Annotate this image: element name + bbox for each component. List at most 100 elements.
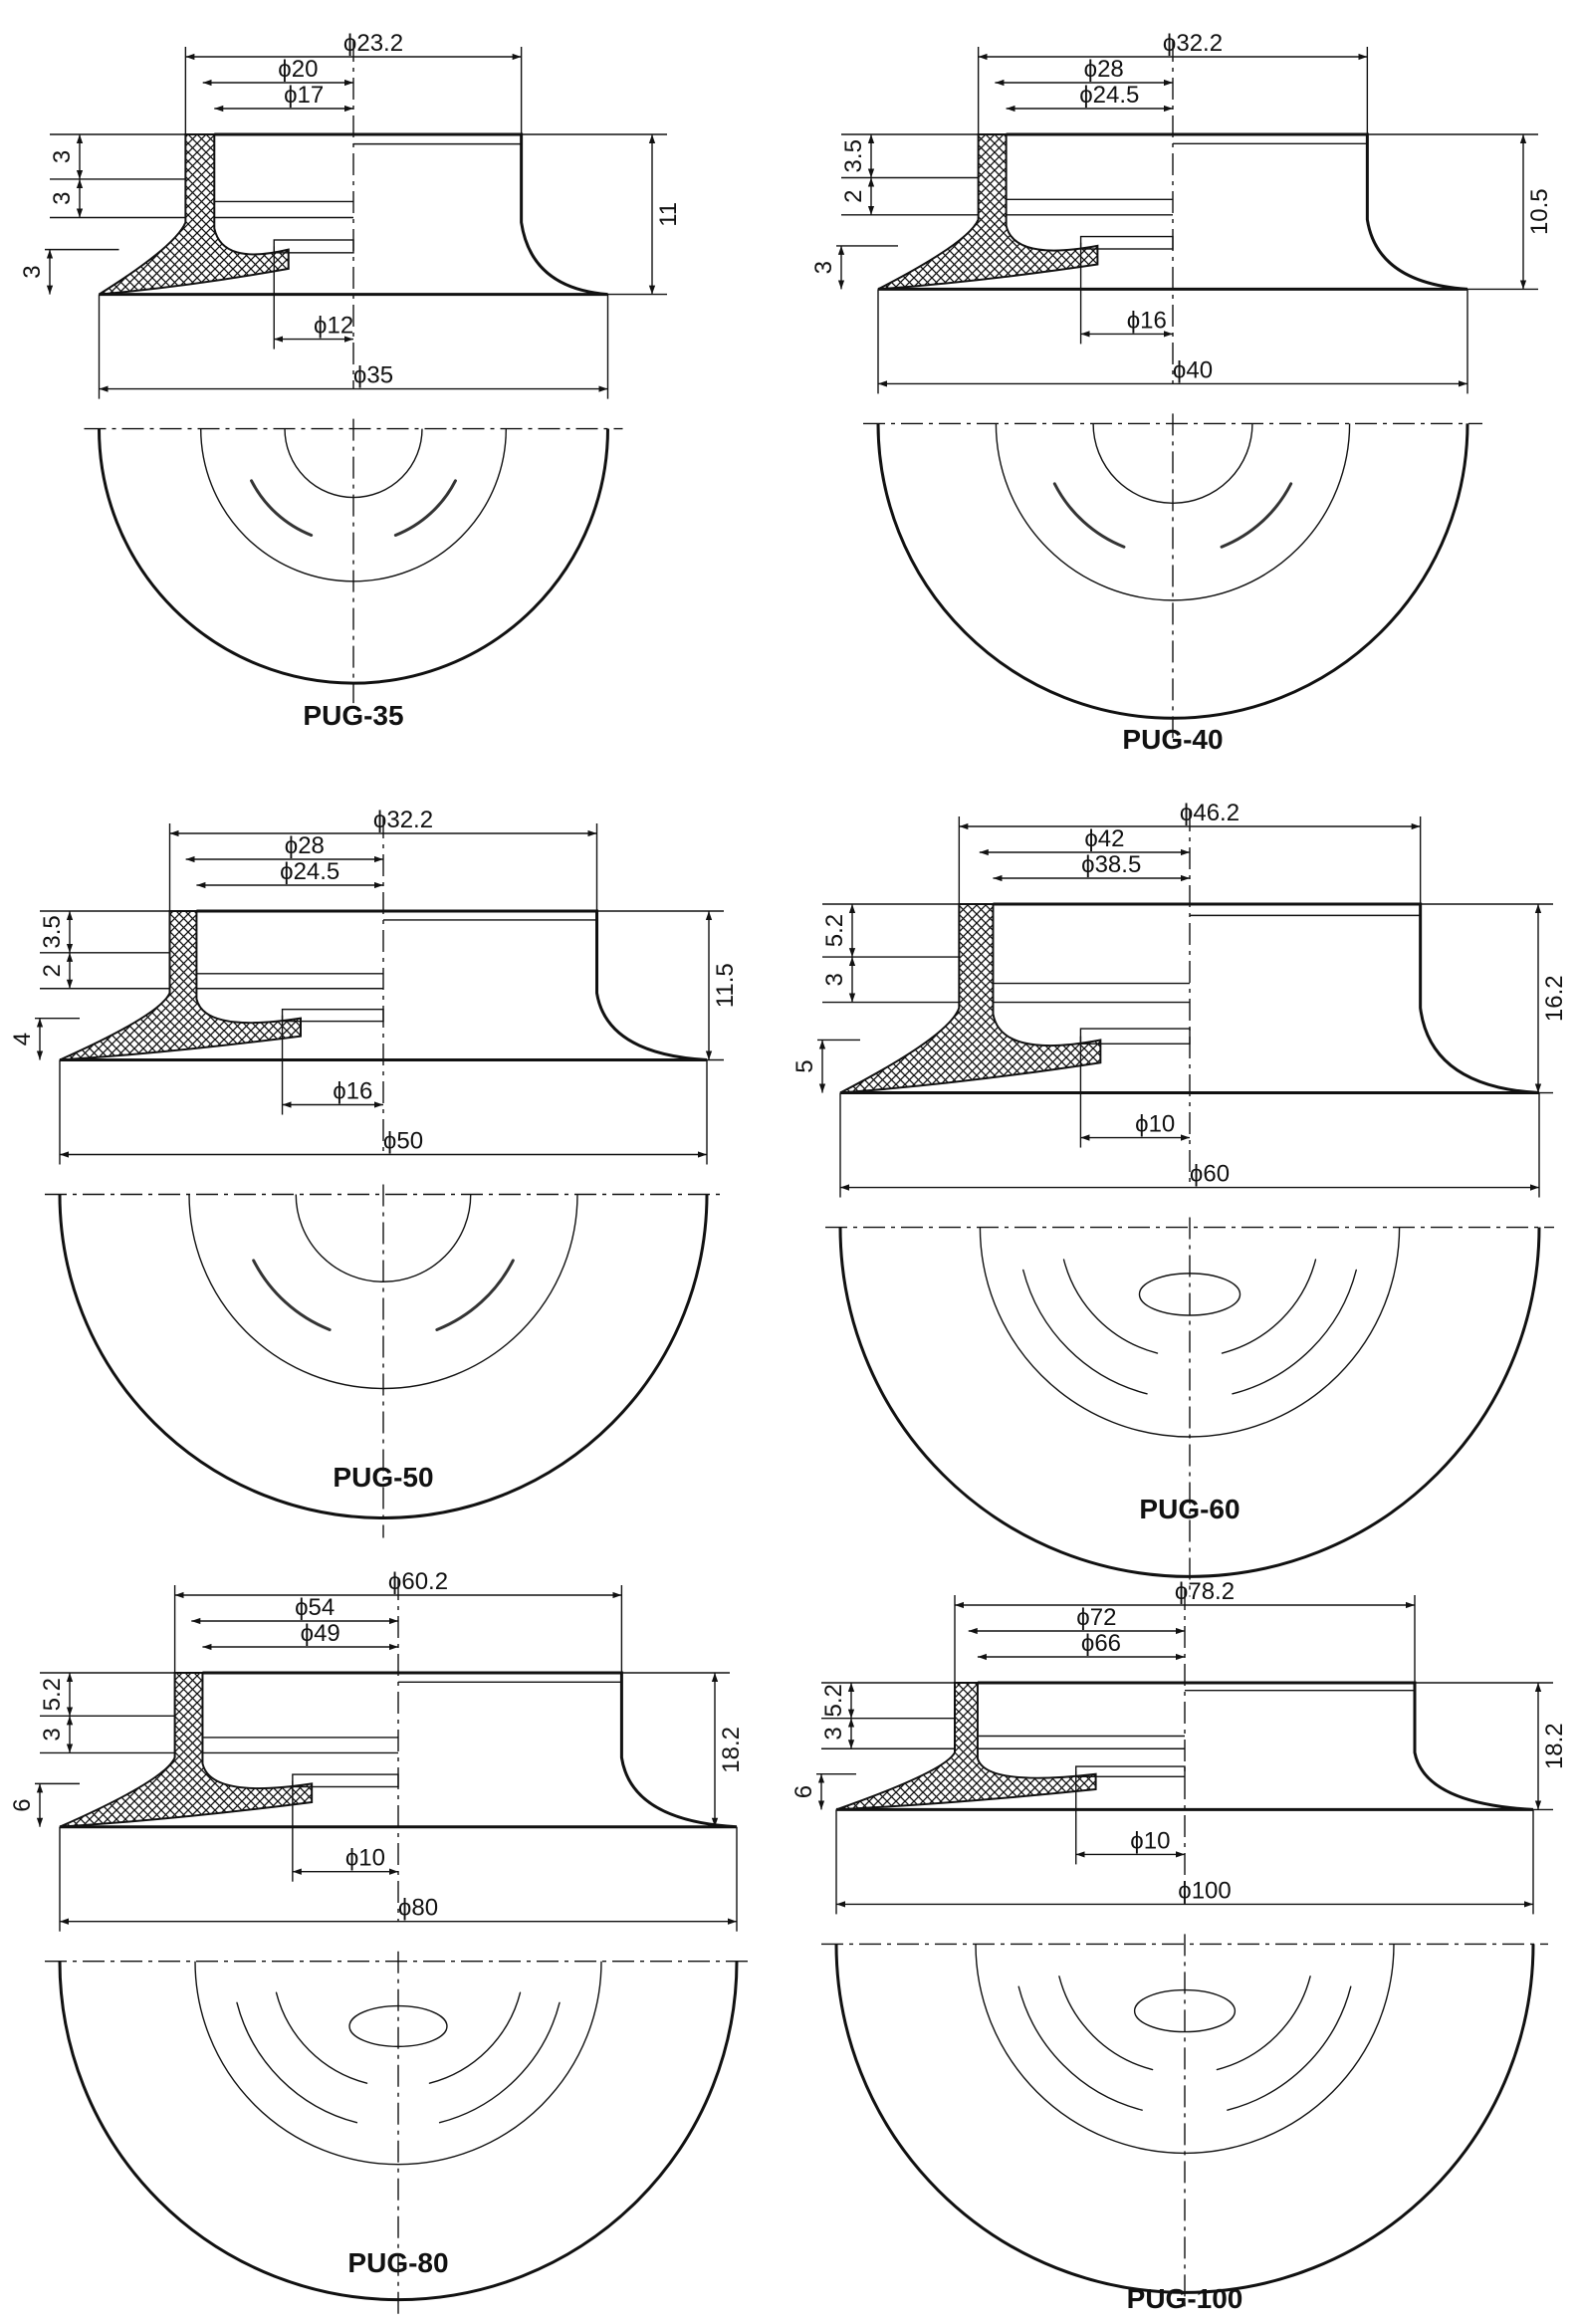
pad-boundary: [200, 428, 507, 582]
pad-boundary: [979, 1227, 1401, 1438]
center-pocket: [1138, 1273, 1241, 1316]
top-diameter-1-label: ϕ78.2: [1175, 1578, 1235, 1605]
top-diameter-3-label: ϕ24.5: [280, 858, 339, 885]
top-diameter-2-label: ϕ54: [295, 1594, 335, 1621]
plan-view: [863, 413, 1482, 739]
left-dimension-3-label: 6: [790, 1785, 817, 1798]
suction-slot-1: [250, 479, 314, 538]
cup-outline-right: [1185, 1681, 1534, 1811]
plan-view: [84, 418, 623, 704]
left-dimension-3-label: 6: [9, 1798, 36, 1811]
cup-outline-right: [1190, 902, 1540, 1095]
rib-groove-0-1: [438, 2001, 561, 2124]
left-dimension-2-label: 2: [840, 189, 867, 202]
bottom-diameter-1-label: ϕ16: [333, 1078, 372, 1105]
left-dimension-2-label: 3: [820, 1727, 847, 1740]
plan-view: [825, 1217, 1554, 1597]
top-diameter-2-label: ϕ20: [278, 56, 318, 83]
bottom-diameter-2-label: ϕ100: [1178, 1877, 1231, 1904]
left-dimension-3-label: 4: [9, 1033, 36, 1046]
cup-wall-section: [59, 910, 302, 1061]
section-view: [835, 1588, 1534, 1905]
bottom-diameter-1-label: ϕ10: [345, 1845, 385, 1872]
cup-bottom-outline: [838, 1227, 1541, 1578]
bottom-diameter-2-label: ϕ60: [1190, 1161, 1230, 1188]
cup-outline-right: [383, 909, 708, 1061]
rib-groove-0-1: [1232, 1269, 1357, 1395]
cup-wall-section: [835, 1682, 1097, 1811]
plan-view: [45, 1951, 752, 2320]
left-dimension-1-label: 5.2: [821, 914, 848, 947]
rib-groove-0-0: [236, 2001, 358, 2124]
model-title: PUG-80: [347, 2247, 448, 2278]
pad-boundary: [194, 1961, 602, 2166]
top-diameter-3-label: ϕ38.5: [1081, 851, 1141, 878]
top-diameter-3-label: ϕ66: [1081, 1630, 1121, 1657]
model-title: PUG-100: [1127, 2283, 1243, 2314]
top-diameter-1-label: ϕ32.2: [1163, 30, 1223, 57]
rib-groove-1-0: [1062, 1259, 1159, 1354]
height-dimension-label: 10.5: [1526, 188, 1553, 235]
section-view: [839, 810, 1540, 1188]
height-dimension-label: 18.2: [1541, 1723, 1568, 1769]
rib-groove-1-1: [1216, 1975, 1311, 2071]
section-view: [59, 1578, 738, 1922]
cup-outline-right: [353, 132, 608, 297]
rib-groove-0-0: [1017, 1985, 1143, 2111]
suction-slot-1: [252, 1259, 332, 1331]
left-dimension-2-label: 3: [39, 1728, 66, 1741]
height-dimension-label: 16.2: [1541, 975, 1568, 1022]
bottom-diameter-1-label: ϕ10: [1130, 1827, 1170, 1854]
bottom-diameter-1-label: ϕ10: [1135, 1111, 1175, 1138]
model-title: PUG-60: [1139, 1494, 1240, 1524]
left-dimension-1-label: 3.5: [39, 915, 66, 948]
cup-wall-section: [59, 1672, 314, 1828]
inner-ring: [295, 1194, 472, 1282]
height-dimension-label: 11: [655, 202, 682, 227]
left-dimension-2-label: 3: [821, 973, 848, 986]
cup-bottom-outline: [98, 428, 609, 685]
inner-ring: [284, 428, 423, 499]
top-diameter-1-label: ϕ46.2: [1180, 800, 1240, 826]
center-pocket: [1133, 1988, 1237, 2033]
section-view: [59, 816, 708, 1155]
rib-groove-1-1: [428, 1991, 522, 2084]
top-diameter-1-label: ϕ23.2: [343, 30, 403, 57]
cup-bottom-outline: [58, 1194, 709, 1519]
cup-bottom-outline: [876, 423, 1469, 720]
plan-view: [821, 1934, 1548, 2313]
top-diameter-3-label: ϕ17: [284, 82, 324, 109]
cup-outline-right: [398, 1671, 738, 1829]
center-pocket: [348, 2004, 448, 2048]
section-view: [98, 40, 608, 389]
top-diameter-3-label: ϕ49: [301, 1620, 340, 1647]
top-diameter-2-label: ϕ28: [285, 832, 325, 859]
top-diameter-1-label: ϕ60.2: [388, 1568, 448, 1595]
suction-slot-2: [393, 479, 457, 538]
suction-slot-2: [1220, 482, 1293, 549]
pad-boundary: [995, 423, 1351, 601]
top-diameter-2-label: ϕ42: [1084, 825, 1124, 852]
top-diameter-1-label: ϕ32.2: [373, 807, 433, 833]
cup-bottom-outline: [834, 1944, 1535, 2294]
left-dimension-1-label: 3.5: [840, 139, 867, 172]
left-dimension-1-label: 3: [49, 150, 76, 163]
insert-plate: [1075, 1765, 1186, 1777]
bottom-diameter-2-label: ϕ40: [1173, 356, 1213, 383]
cup-wall-section: [98, 133, 290, 296]
pad-boundary: [188, 1194, 578, 1390]
bottom-diameter-1-label: ϕ12: [314, 313, 353, 340]
model-title: PUG-40: [1122, 724, 1223, 755]
plan-view: [45, 1184, 722, 1538]
suction-slot-1: [1052, 482, 1126, 549]
